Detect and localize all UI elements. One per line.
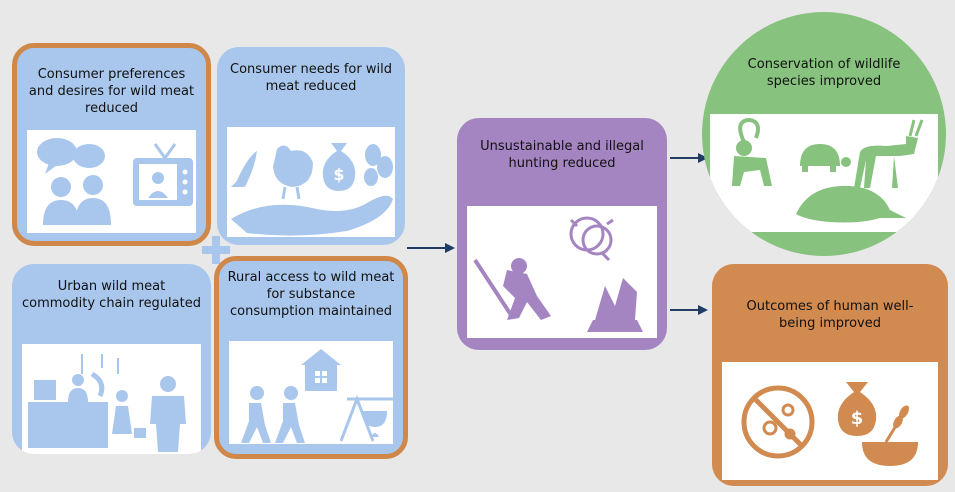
urban-chain-text: Urban wild meat commodity chain regulate… <box>22 279 201 311</box>
hunter-icon <box>473 258 551 320</box>
market-stall-icon <box>28 354 119 448</box>
chicken-icon <box>273 145 313 200</box>
open-hand-icon <box>231 195 393 236</box>
rural-access-box: Rural access to wild meat for substance … <box>214 256 408 459</box>
conservation-circle: Conservation of wildlife species improve… <box>702 12 946 256</box>
hunting-reduced-panel <box>467 206 657 338</box>
consumer-preferences-text: Consumer preferences and desires for wil… <box>28 67 195 116</box>
antelope-icon <box>854 119 924 188</box>
consumer-preferences-panel <box>27 130 196 233</box>
television-icon <box>133 143 193 206</box>
svg-text:$: $ <box>333 165 344 184</box>
money-bag-icon: $ <box>837 382 877 436</box>
house-icon <box>301 349 341 391</box>
people-icon <box>43 175 111 225</box>
arrow-to-hunting <box>407 243 455 253</box>
hunting-reduced-box: Unsustainable and illegal hunting reduce… <box>457 118 667 350</box>
cooking-pot-icon <box>339 394 395 442</box>
wellbeing-text: Outcomes of human well-being improved <box>746 299 914 331</box>
arrow-to-conservation <box>670 153 708 163</box>
consumer-preferences-box: Consumer preferences and desires for wil… <box>12 43 211 246</box>
svg-text:$: $ <box>851 408 864 429</box>
consumer-needs-box: Consumer needs for wild meat reduced $ <box>217 47 405 245</box>
plus-connector <box>198 232 234 268</box>
snare-icon <box>569 216 614 262</box>
pangolin-icon <box>796 185 906 223</box>
urban-chain-panel <box>22 344 201 454</box>
food-bowl-icon <box>862 405 918 466</box>
monkey-icon <box>732 117 772 186</box>
conservation-panel <box>710 114 938 232</box>
conservation-text: Conservation of wildlife species improve… <box>747 57 901 89</box>
fish-icon <box>231 151 257 187</box>
wellbeing-panel: $ <box>722 362 938 480</box>
no-disease-icon <box>741 385 815 459</box>
speech-bubbles-icon <box>37 138 105 174</box>
trap-icon <box>587 278 643 332</box>
walking-people-icon <box>241 386 305 443</box>
beans-icon <box>364 144 393 186</box>
money-bag-icon: $ <box>322 143 356 191</box>
hunting-reduced-text: Unsustainable and illegal hunting reduce… <box>480 139 644 171</box>
rural-access-panel <box>229 341 395 444</box>
arrow-to-wellbeing <box>670 305 708 315</box>
consumer-needs-text: Consumer needs for wild meat reduced <box>230 62 392 94</box>
urban-chain-box: Urban wild meat commodity chain regulate… <box>12 264 211 454</box>
turtle-icon <box>800 144 851 172</box>
people-icon <box>112 376 186 452</box>
consumer-needs-panel: $ <box>227 127 395 237</box>
rural-access-text: Rural access to wild meat for substance … <box>227 270 395 319</box>
wellbeing-box: Outcomes of human well-being improved $ <box>712 264 948 486</box>
